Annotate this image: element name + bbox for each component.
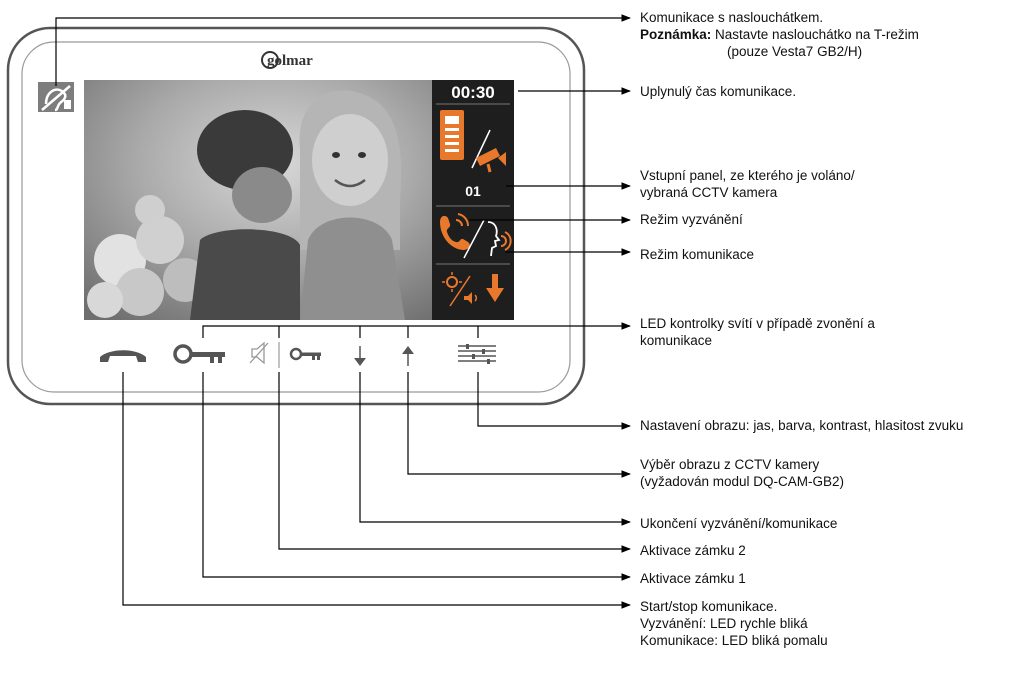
callout-end-call xyxy=(359,372,631,526)
cctv-camera-icon xyxy=(476,148,506,173)
label-end-call: Ukončení vyzvánění/komunikace xyxy=(640,516,838,531)
note-text: Nastavte naslouchátko na T-režim xyxy=(711,27,919,42)
panel-number: 01 xyxy=(465,183,481,199)
label-start-stop-line3: Komunikace: LED bliká pomalu xyxy=(640,633,828,648)
ringing-phone-icon xyxy=(440,213,470,250)
hangup-button[interactable] xyxy=(100,350,146,362)
label-hearing-aid-note: Poznámka: Nastavte naslouchátko na T-rež… xyxy=(640,26,919,43)
arrow-up-icon xyxy=(402,346,414,366)
callout-lock2 xyxy=(278,372,631,553)
label-hearing-aid-line3: (pouze Vesta7 GB2/H) xyxy=(727,44,863,59)
flower-bouquet xyxy=(87,195,207,318)
arrow-down-icon xyxy=(354,346,366,366)
download-arrow-icon xyxy=(486,274,504,302)
callout-start-stop xyxy=(122,372,631,609)
label-image-settings: Nastavení obrazu: jas, barva, kontrast, … xyxy=(640,418,964,433)
elapsed-time: 00:30 xyxy=(451,83,494,102)
callout-lines xyxy=(55,14,631,609)
settings-button[interactable] xyxy=(458,344,496,364)
divider-slash xyxy=(471,129,491,169)
video-screen xyxy=(84,80,432,320)
label-hearing-aid-line1: Komunikace s naslouchátkem. xyxy=(640,10,824,25)
sliders-icon xyxy=(458,344,496,364)
label-cctv-line1: Výběr obrazu z CCTV kamery xyxy=(640,457,820,472)
volume-icon xyxy=(464,292,478,304)
key-large-icon xyxy=(173,344,225,364)
label-elapsed: Uplynulý čas komunikace. xyxy=(640,84,797,99)
label-start-stop-line2: Vyzvánění: LED rychle bliká xyxy=(640,616,808,631)
label-comm-mode: Režim komunikace xyxy=(640,247,755,262)
brand-text: golmar xyxy=(267,53,313,69)
callout-lock1 xyxy=(202,372,631,581)
down-button[interactable] xyxy=(354,346,366,366)
key-small-icon xyxy=(289,347,321,361)
label-ring-mode: Režim vyzvánění xyxy=(640,212,743,227)
callout-image-settings xyxy=(477,372,631,430)
speaker-mute-icon xyxy=(249,341,269,365)
label-panel-line2: vybraná CCTV kamera xyxy=(640,185,778,200)
door-panel-icon xyxy=(440,110,464,160)
lock2-button[interactable] xyxy=(289,347,321,361)
hearing-loop-icon xyxy=(38,82,74,112)
label-panel-line1: Vstupní panel, ze kterého je voláno/ xyxy=(640,168,855,183)
brightness-icon xyxy=(442,272,462,292)
label-led-line1: LED kontrolky svítí v případě zvonění a xyxy=(640,316,875,331)
label-cctv-line2: (vyžadován modul DQ-CAM-GB2) xyxy=(640,474,845,489)
talking-face-icon xyxy=(487,221,512,257)
callout-hearing-aid xyxy=(55,14,631,86)
label-lock1: Aktivace zámku 1 xyxy=(640,571,746,586)
handset-icon xyxy=(100,350,146,362)
adult-figure xyxy=(190,110,300,320)
divider-slash-3 xyxy=(449,275,471,307)
brand-logo: golmar xyxy=(261,51,313,69)
callout-cctv xyxy=(407,372,631,478)
divider-slash-2 xyxy=(463,219,485,259)
child-figure xyxy=(299,90,405,320)
note-label: Poznámka: xyxy=(640,27,712,42)
label-start-stop-line1: Start/stop komunikace. xyxy=(640,599,778,614)
callout-led xyxy=(202,322,631,338)
buttons-row xyxy=(100,341,496,368)
mute-button[interactable] xyxy=(249,341,269,365)
up-button[interactable] xyxy=(402,346,414,366)
screen-status-panel: 00:30 01 xyxy=(432,80,514,320)
label-lock2: Aktivace zámku 2 xyxy=(640,543,746,558)
label-led-line2: komunikace xyxy=(640,333,713,348)
lock1-button[interactable] xyxy=(173,344,225,364)
